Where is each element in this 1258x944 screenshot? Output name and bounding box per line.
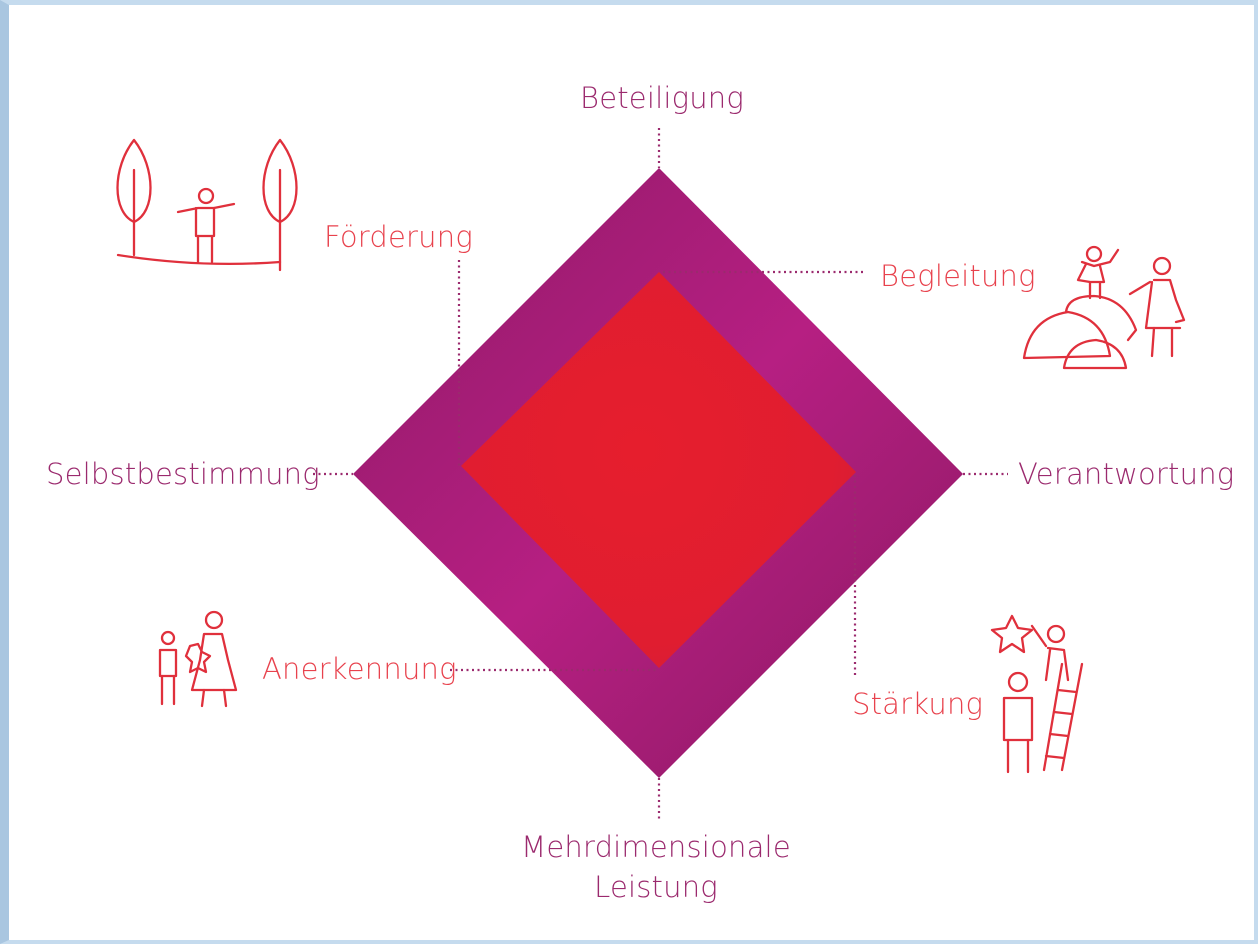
ladder-star-icon	[990, 614, 1084, 774]
label-anerkennung: Anerkennung	[262, 652, 457, 686]
label-foerderung: Förderung	[324, 220, 473, 254]
label-bottom-line1: Mehrdimensionale	[521, 830, 791, 864]
inner-diamond	[461, 272, 856, 668]
label-begleitung: Begleitung	[880, 259, 1036, 293]
tightrope-walker-icon	[116, 138, 298, 272]
label-selbstbestimmung: Selbstbestimmung	[46, 457, 320, 491]
climbing-children-icon	[1022, 245, 1186, 370]
family-with-star-icon	[158, 610, 238, 708]
label-staerkung: Stärkung	[852, 687, 984, 721]
label-verantwortung: Verantwortung	[1018, 457, 1235, 491]
label-mehrdimensionale-leistung: Mehrdimensionale Leistung	[486, 827, 826, 907]
label-bottom-line2: Leistung	[594, 870, 718, 904]
label-beteiligung: Beteiligung	[580, 81, 744, 115]
